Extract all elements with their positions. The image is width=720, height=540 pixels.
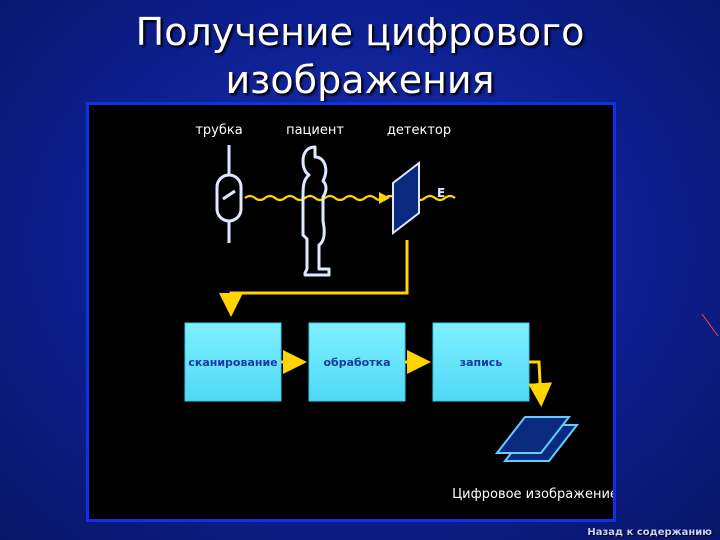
step-record-label: запись: [460, 356, 503, 369]
slide-title-line-2: изображения: [225, 58, 495, 102]
step-record-box: запись: [432, 322, 530, 402]
patient-silhouette-icon: [301, 145, 331, 277]
label-tube: трубка: [195, 123, 242, 138]
step-process-label: обработка: [323, 356, 390, 369]
slide-title-line-1: Получение цифрового: [135, 10, 585, 54]
slide-title: Получение цифрового изображения: [0, 8, 720, 104]
arrow-detector-to-scan: [219, 240, 409, 317]
back-to-contents-link[interactable]: Назад к содержанию: [587, 527, 712, 538]
xray-tube-icon: [215, 145, 243, 243]
step-process-box: обработка: [308, 322, 406, 402]
diagram-panel: трубка пациент детектор E сканирование о…: [86, 102, 616, 522]
arrow-record-to-image: [528, 360, 553, 407]
step-scan-label: сканирование: [188, 356, 277, 369]
step-scan-box: сканирование: [184, 322, 282, 402]
detector-plate-icon: [392, 160, 420, 236]
xray-beam: [244, 194, 456, 202]
decorative-line: [701, 313, 719, 337]
detector-mark: E: [437, 186, 445, 200]
output-image-label: Цифровое изображение: [452, 487, 613, 502]
label-detector: детектор: [387, 123, 451, 138]
image-sheet-icon: [494, 416, 580, 462]
xray-beam-arrowhead: [379, 192, 390, 204]
label-patient: пациент: [286, 123, 344, 138]
diagram-canvas: трубка пациент детектор E сканирование о…: [184, 123, 613, 502]
